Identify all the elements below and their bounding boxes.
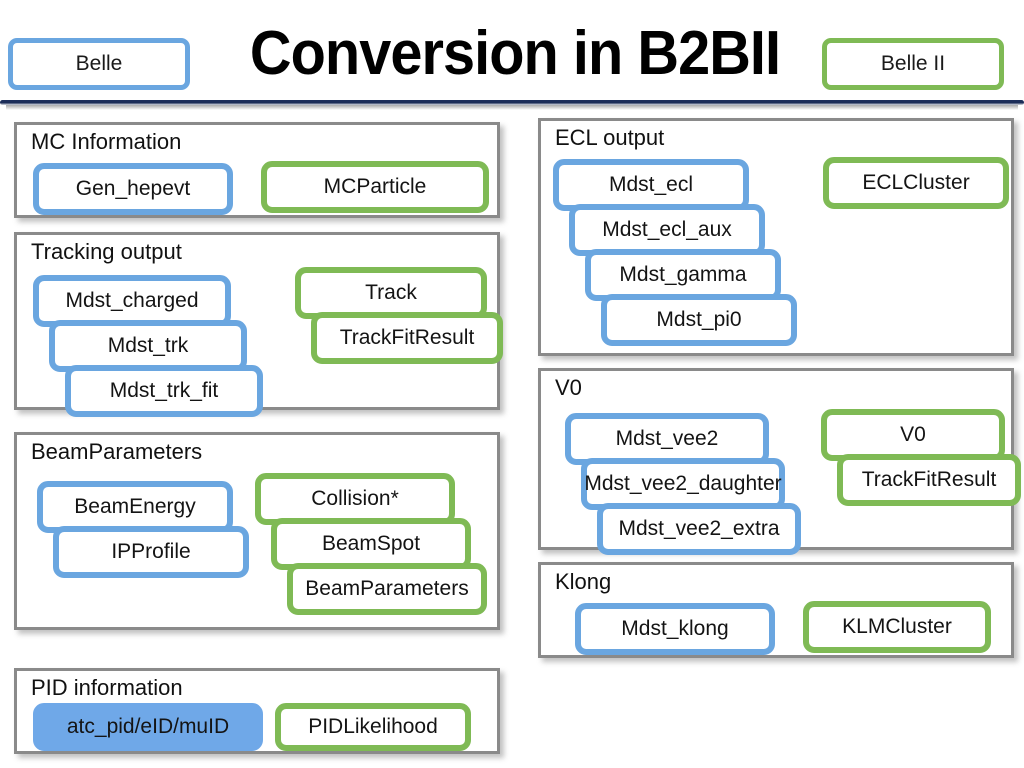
- entity-box-label: KLMCluster: [842, 615, 952, 638]
- entity-box-label: ECLCluster: [862, 171, 970, 194]
- entity-box-label: Mdst_gamma: [619, 263, 747, 286]
- entity-box-belle2: KLMCluster: [803, 601, 991, 653]
- section-body-mc-information: Gen_hepevt MCParticle: [17, 125, 497, 215]
- header-divider: [0, 100, 1024, 105]
- entity-box-belle: Mdst_vee2_extra: [597, 503, 801, 555]
- legend-chip-belle: Belle: [8, 38, 190, 90]
- legend-chip-belle2: Belle II: [822, 38, 1004, 90]
- section-pid-information: PID information atc_pid/eID/muID PIDLikeli…: [14, 668, 500, 754]
- entity-box-label: BeamEnergy: [74, 495, 196, 518]
- header-rule-shadow: [6, 105, 1018, 110]
- entity-box-label: Mdst_trk_fit: [109, 379, 219, 402]
- entity-box-label: IPProfile: [111, 540, 191, 563]
- entity-box-belle: BeamEnergy: [37, 481, 233, 533]
- entity-box-label: PIDLikelihood: [308, 715, 438, 738]
- entity-box-label: Mdst_ecl: [608, 173, 694, 196]
- entity-box-label: BeamParameters: [305, 577, 469, 600]
- entity-box-belle: Gen_hepevt: [33, 163, 233, 215]
- entity-box-belle2: Track: [295, 267, 487, 319]
- entity-box-belle2: ECLCluster: [823, 157, 1009, 209]
- entity-box-belle2: PIDLikelihood: [275, 703, 471, 751]
- entity-box-belle2: BeamSpot: [271, 518, 471, 570]
- section-title-tracking-output: Tracking output: [31, 239, 182, 264]
- entity-box-label: MCParticle: [323, 175, 427, 198]
- entity-box-belle2: TrackFitResult: [311, 312, 503, 364]
- entity-box-label: TrackFitResult: [861, 468, 997, 491]
- page-title: Conversion in B2BII: [249, 19, 781, 88]
- section-title-klong: Klong: [555, 569, 612, 594]
- entity-box-label: Mdst_vee2_daughter: [584, 472, 782, 495]
- legend-belle-label: Belle: [75, 52, 123, 75]
- section-title-pid-information: PID information: [31, 675, 183, 700]
- entity-box-belle: Mdst_klong: [575, 603, 775, 655]
- entity-box-label: Mdst_vee2: [615, 427, 719, 450]
- entity-box-belle2: MCParticle: [261, 161, 489, 213]
- section-title-beamparameters: BeamParameters: [31, 439, 203, 464]
- entity-box-label: Mdst_charged: [65, 289, 199, 312]
- entity-box-belle: Mdst_trk_fit: [65, 365, 263, 417]
- entity-box-label: TrackFitResult: [339, 326, 475, 349]
- entity-box-belle: IPProfile: [53, 526, 249, 578]
- entity-box-label: Mdst_vee2_extra: [618, 517, 780, 540]
- section-title-v0: V0: [555, 375, 582, 400]
- entity-box-label: Mdst_ecl_aux: [602, 218, 732, 241]
- entity-box-label: BeamSpot: [321, 532, 421, 555]
- entity-box-belle2: TrackFitResult: [837, 454, 1021, 506]
- entity-box-belle2: BeamParameters: [287, 563, 487, 615]
- entity-box-label: Track: [365, 281, 417, 304]
- section-title-ecl-output: ECL output: [555, 125, 665, 150]
- entity-box-label: Mdst_pi0: [656, 308, 742, 331]
- entity-box-label: Mdst_klong: [621, 617, 729, 640]
- entity-box-belle: atc_pid/eID/muID: [33, 703, 263, 751]
- entity-box-label: V0: [900, 423, 926, 446]
- entity-box-label: Collision*: [311, 487, 399, 510]
- section-body-pid-information: atc_pid/eID/muID PIDLikelihood: [17, 671, 497, 751]
- entity-box-belle: Mdst_pi0: [601, 294, 797, 346]
- legend-belle2-label: Belle II: [880, 52, 946, 75]
- section-title-mc-information: MC Information: [31, 129, 182, 154]
- entity-box-label: Mdst_trk: [107, 334, 189, 357]
- section-body-klong: Mdst_klong KLMCluster: [541, 565, 1011, 655]
- entity-box-label: Gen_hepevt: [75, 177, 191, 200]
- slide-header: Belle Conversion in B2BII Belle II: [0, 0, 1024, 110]
- entity-box-label: atc_pid/eID/muID: [66, 715, 230, 738]
